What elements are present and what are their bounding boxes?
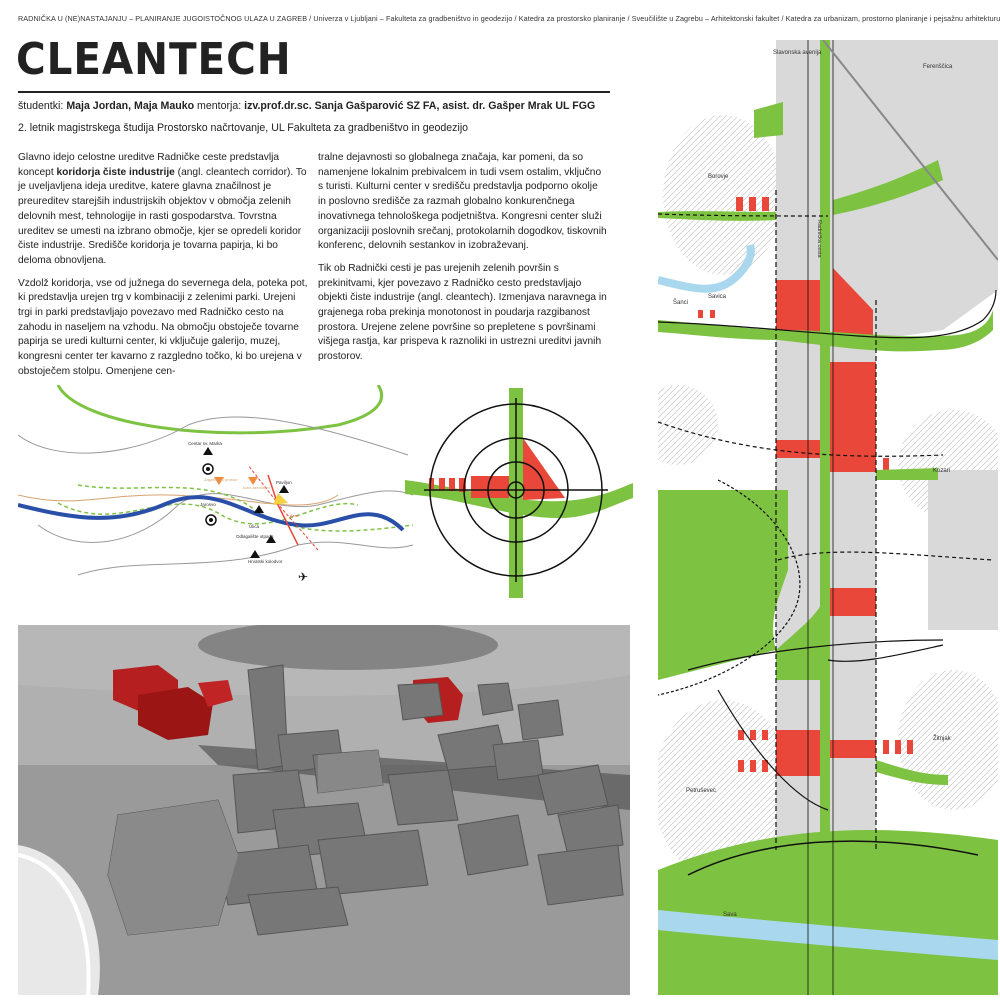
plan-label-7: Kozari	[933, 468, 950, 474]
plan-label-2: Ferenščica	[923, 64, 953, 70]
plan-label-8: Žitnjak	[933, 734, 952, 742]
plan-label-9: Petruševec	[686, 788, 716, 794]
context-label-9: Aero	[290, 513, 299, 518]
paragraph-3: tralne dejavnosti so globalnega značaja,…	[318, 152, 607, 252]
context-label-5: Hrvatski kolodvor	[248, 559, 283, 564]
text-column-right: tralne dejavnosti so globalnega značaja,…	[318, 151, 608, 373]
page-title: CLEANTECH	[16, 34, 292, 85]
students-label: študentki:	[18, 100, 64, 112]
svg-text:✈: ✈	[298, 570, 308, 584]
plan-label-3: Borovje	[708, 174, 729, 180]
context-map: ✈ Centar sv. Marka Jarosvo Paviljon Odla…	[18, 385, 414, 584]
students: Maja Jordan, Maja Mauko	[66, 100, 195, 112]
mentors: izv.prof.dr.sc. Sanja Gašparović SZ FA, …	[244, 100, 596, 112]
context-label-7: Južni aerodrom	[242, 485, 270, 490]
paragraph-2: Vzdolž koridorja, vse od južnega do seve…	[18, 277, 308, 377]
context-label-6: Zagrebački prostor	[204, 477, 238, 482]
text-column-left: Glavno idejo celostne ureditve Radničke …	[18, 151, 308, 388]
mentors-label: mentorja:	[197, 100, 242, 112]
model-photo	[18, 625, 630, 995]
plan-label-5: Šanci	[673, 299, 688, 306]
context-label-1: Centar sv. Marka	[188, 441, 222, 446]
context-label-8: Ulica	[249, 524, 259, 529]
context-label-2: Jarosvo	[200, 502, 216, 507]
header-line: RADNIČKA U (NE)NASTAJANJU – PLANIRANJE J…	[18, 14, 1000, 23]
context-label-3: Paviljon	[276, 480, 292, 485]
plan-label-6: Savica	[708, 294, 727, 300]
plan-label-4: Radnička cesta	[816, 220, 822, 259]
p1-start: Glavno idejo celostne ureditve Radničke …	[18, 152, 280, 178]
context-label-4: Odlagalište otpada	[236, 534, 274, 539]
p1-bold: koridorja čiste industrije	[56, 166, 175, 178]
paragraph-4: Tik ob Radnički cesti je pas urejenih ze…	[318, 262, 607, 363]
plan-label-1: Slavonska avenija	[773, 50, 822, 56]
credits: študentki: Maja Jordan, Maja Mauko mento…	[18, 100, 595, 112]
paragraph-1: Glavno idejo celostne ureditve Radničke …	[18, 151, 308, 269]
site-plan: Slavonska avenija Ferenščica Borovje Rad…	[658, 40, 998, 995]
concept-diagram	[405, 388, 633, 598]
plan-label-10: Sava	[723, 912, 737, 918]
program-line: 2. letnik magistrskega študija Prostorsk…	[18, 122, 469, 134]
p1-end: (angl. cleantech corridor). To je uvelja…	[18, 166, 307, 266]
title-rule	[18, 91, 610, 93]
